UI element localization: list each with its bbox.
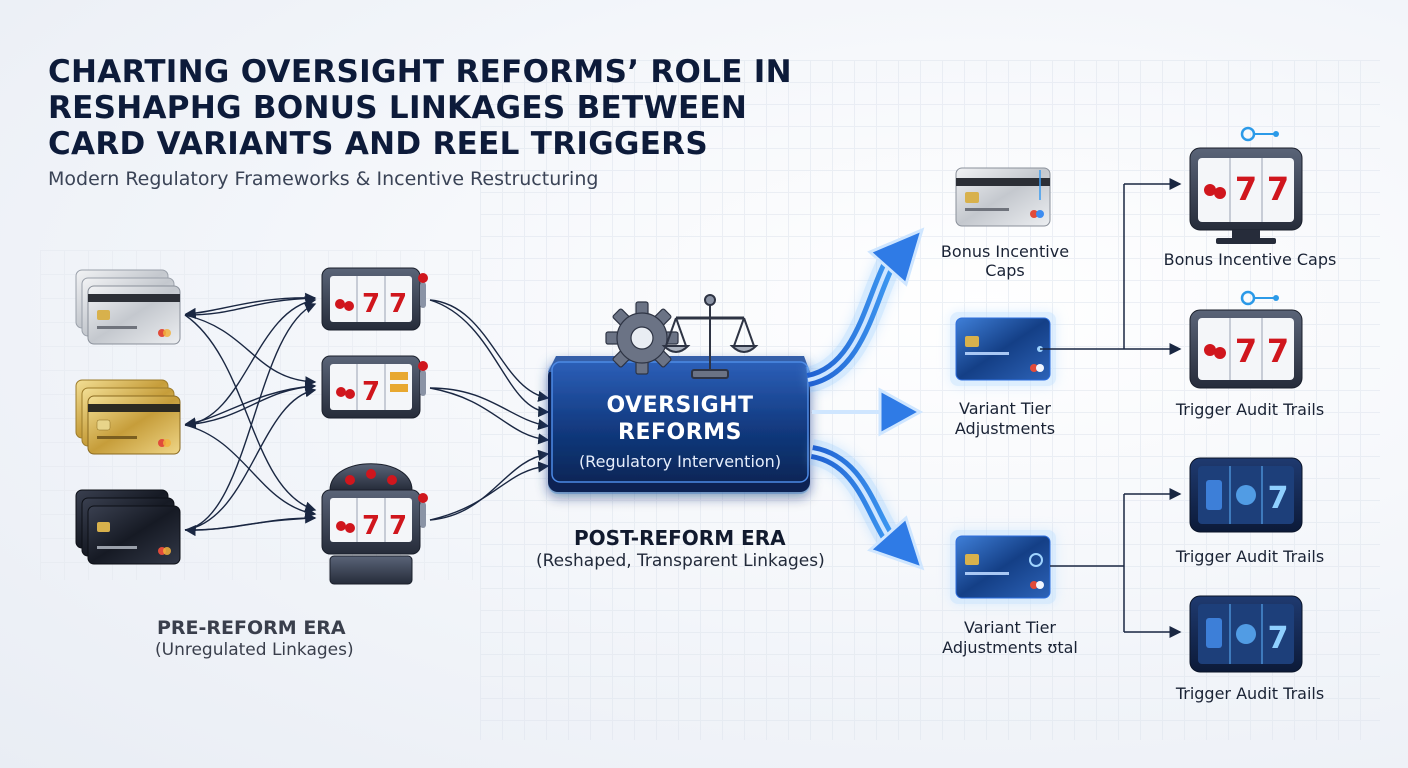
- pre-slot-machine-3: 7 7: [321, 463, 428, 585]
- hub-subtitle: (Regulatory Intervention): [578, 452, 782, 471]
- hub-title-line2: REFORMS: [618, 420, 742, 445]
- right-slot-machine-3: 7: [1189, 457, 1303, 533]
- label-variant-tier-b: Variant Tier Adjustments ʊtal: [930, 618, 1090, 658]
- svg-text:7: 7: [1267, 170, 1289, 208]
- oversight-reforms-hub: [548, 356, 810, 492]
- label-trigger-audit-2: Trigger Audit Trails: [1175, 547, 1325, 566]
- lower-branch-links: [1050, 488, 1182, 638]
- arrow-to-variant-tier: [812, 387, 924, 437]
- pre-reform-tangled-links: [184, 292, 317, 537]
- pre-slot-machine-1: 7 7: [321, 267, 428, 331]
- label-variant-tier-b-line1: Variant Tier: [964, 618, 1056, 637]
- pre-card-gold: [75, 379, 181, 455]
- right-slot-machine-4: 7: [1189, 595, 1303, 673]
- scales-icon: [661, 294, 759, 379]
- right-slot-machine-2: 7 7: [1189, 290, 1303, 389]
- arrow-to-variant-tier-b: [808, 439, 925, 571]
- pre-slot-machine-2: 7: [321, 355, 428, 419]
- gear-icon: [605, 301, 679, 375]
- label-bonus-incentive-caps: Bonus Incentive Caps: [940, 242, 1070, 280]
- label-variant-tier: Variant Tier Adjustments: [940, 399, 1070, 439]
- variant-tier-card: [950, 312, 1056, 386]
- label-variant-tier-line1: Variant Tier: [959, 399, 1051, 418]
- svg-text:7: 7: [362, 377, 380, 407]
- label-trigger-audit-1: Trigger Audit Trails: [1175, 400, 1325, 419]
- pre-reform-title: PRE-REFORM ERA: [157, 617, 346, 639]
- label-variant-tier-line2: Adjustments: [954, 419, 1056, 438]
- label-trigger-audit-3: Trigger Audit Trails: [1175, 684, 1325, 703]
- svg-text:7: 7: [389, 511, 407, 541]
- pre-reform-subtitle: (Unregulated Linkages): [155, 640, 354, 660]
- bonus-caps-card: [955, 167, 1051, 227]
- svg-text:7: 7: [389, 289, 407, 319]
- label-right-bonus-caps: Bonus Incentive Caps: [1163, 250, 1337, 269]
- hub-label: OVERSIGHT REFORMS (Regulatory Interventi…: [555, 392, 805, 471]
- variant-tier-card-b: [950, 530, 1056, 604]
- label-variant-tier-b-line2: Adjustments ʊtal: [942, 638, 1078, 657]
- svg-text:7: 7: [1267, 332, 1289, 370]
- post-reform-subtitle: (Reshaped, Transparent Linkages): [536, 551, 825, 571]
- svg-text:7: 7: [1235, 332, 1257, 370]
- post-reform-title: POST-REFORM ERA: [574, 526, 786, 550]
- pre-card-silver: [75, 269, 181, 345]
- slots-to-hub-links: [429, 299, 550, 521]
- svg-text:7: 7: [362, 289, 380, 319]
- page-subtitle: Modern Regulatory Frameworks & Incentive…: [48, 168, 599, 190]
- svg-text:7: 7: [1235, 170, 1257, 208]
- svg-text:7: 7: [1268, 621, 1289, 656]
- arrow-to-bonus-caps: [804, 227, 925, 393]
- svg-text:7: 7: [1268, 481, 1289, 516]
- svg-text:7: 7: [362, 511, 380, 541]
- hub-title-line1: OVERSIGHT: [606, 393, 754, 418]
- page-title: CHARTING OVERSIGHT REFORMS’ ROLE IN RESH…: [48, 54, 792, 162]
- upper-branch-links: [1040, 178, 1182, 355]
- right-slot-machine-1: 7 7: [1189, 126, 1303, 244]
- pre-card-black: [75, 489, 181, 565]
